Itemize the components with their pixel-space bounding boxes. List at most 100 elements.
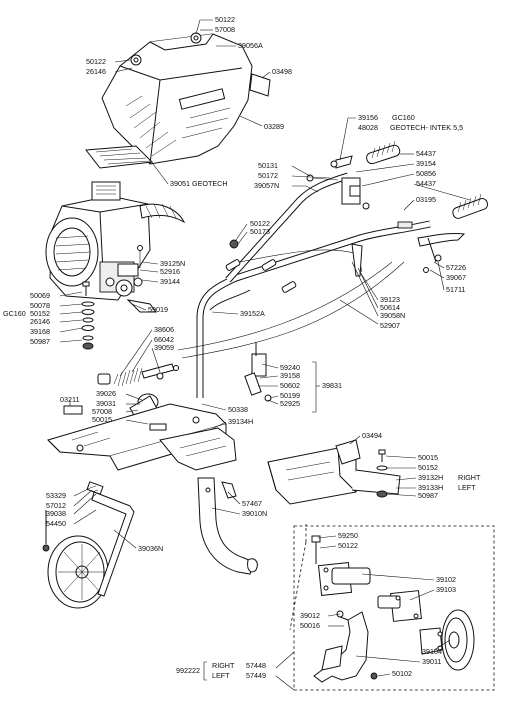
group-brackets — [203, 661, 207, 681]
label-39057n: 39057N — [254, 181, 279, 190]
label-39123: 39123 — [380, 295, 400, 304]
label-50078: 50078 — [30, 301, 50, 310]
label-39038: 39038 — [46, 509, 66, 518]
label-50987-right: 50987 — [418, 491, 438, 500]
grip-right — [452, 193, 489, 219]
label-39026: 39026 — [96, 389, 116, 398]
label-39156: 39156 — [358, 113, 378, 122]
label-39134h: 39134H — [228, 417, 253, 426]
label-53329: 53329 — [46, 491, 66, 500]
leader-lines — [59, 19, 471, 691]
label-54437-right: 54437 — [416, 179, 436, 188]
label-51711: 51711 — [446, 285, 465, 294]
label-gc160-left: GC160 — [3, 309, 26, 318]
hub-assembly — [311, 535, 422, 622]
part-labels: 50122 57008 39056A 50122 26146 03498 032… — [3, 15, 481, 680]
label-50122-cover-left: 50122 — [86, 57, 106, 66]
label-50856: 50856 — [416, 169, 436, 178]
label-57012: 57012 — [46, 501, 66, 510]
tag-03211 — [63, 405, 83, 415]
label-right-39132h: RIGHT — [458, 473, 481, 482]
label-59240: 59240 — [280, 363, 300, 372]
label-left-39133h: LEFT — [458, 483, 476, 492]
clutch-lever — [397, 221, 466, 273]
label-right-992222: RIGHT — [212, 661, 235, 670]
vertical-tube — [197, 477, 258, 575]
throttle-control — [306, 155, 370, 210]
label-39831: 39831 — [322, 381, 342, 390]
label-50173: 50173 — [250, 227, 270, 236]
brand-decal — [178, 88, 226, 110]
label-50199: 50199 — [280, 391, 300, 400]
label-52916: 52916 — [160, 267, 180, 276]
label-50102: 50102 — [392, 669, 412, 678]
label-39051-geotech: 39051 GEOTECH — [170, 179, 228, 188]
label-59019: 59019 — [148, 305, 168, 314]
wheel-assembly — [42, 481, 135, 609]
label-39056a: 39056A — [238, 41, 263, 50]
label-57008-mid: 57008 — [92, 407, 112, 416]
label-39010n: 39010N — [242, 509, 267, 518]
label-50987-left: 50987 — [30, 337, 50, 346]
cover-plate-03498 — [249, 73, 271, 97]
label-52907: 52907 — [380, 321, 400, 330]
label-54450: 54450 — [46, 519, 66, 528]
label-39012: 39012 — [300, 611, 320, 620]
label-52925: 52925 — [280, 399, 300, 408]
label-39103: 39103 — [436, 585, 456, 594]
label-03494: 03494 — [362, 431, 382, 440]
label-50016: 50016 — [300, 621, 320, 630]
label-50152-right: 50152 — [418, 463, 438, 472]
label-gc160-top: GC160 — [392, 113, 415, 122]
filter-plate — [85, 145, 154, 169]
label-50338: 50338 — [228, 405, 248, 414]
label-39133h: 39133H — [418, 483, 443, 492]
label-39168: 39168 — [30, 327, 50, 336]
bracket-block — [244, 342, 272, 402]
label-50152-left: 50152 — [30, 309, 50, 318]
label-54437-top: 54437 — [416, 149, 436, 158]
label-57008-top: 57008 — [215, 25, 235, 34]
label-50172: 50172 — [258, 171, 278, 180]
label-38606: 38606 — [154, 325, 174, 334]
grip-upper — [366, 140, 401, 165]
label-39104: 39104 — [422, 647, 442, 656]
label-39102: 39102 — [436, 575, 456, 584]
label-03211: 03211 — [60, 395, 79, 404]
label-26146-cover-left: 26146 — [86, 67, 106, 76]
label-50122-detail: 50122 — [338, 541, 358, 550]
label-39125n: 39125N — [160, 259, 185, 268]
label-03498: 03498 — [272, 67, 292, 76]
spring-assembly — [97, 363, 179, 387]
bolt-stack-left — [81, 281, 95, 350]
label-39154: 39154 — [416, 159, 436, 168]
label-39152a: 39152A — [240, 309, 265, 318]
label-48028: 48028 — [358, 123, 378, 132]
label-50602: 50602 — [280, 381, 300, 390]
label-26146-left: 26146 — [30, 317, 50, 326]
label-39158: 39158 — [280, 371, 300, 380]
label-57449: 57449 — [246, 671, 266, 680]
label-57226: 57226 — [446, 263, 466, 272]
label-geotech-intek: GEOTECH- INTEK 5,5 — [390, 123, 463, 132]
label-57467: 57467 — [242, 499, 262, 508]
label-992222: 992222 — [176, 666, 200, 675]
label-left-992222: LEFT — [212, 671, 230, 680]
label-39036n: 39036N — [138, 544, 163, 553]
label-39132h: 39132H — [418, 473, 443, 482]
label-50015-right: 50015 — [418, 453, 438, 462]
label-50131: 50131 — [258, 161, 278, 170]
label-39144: 39144 — [160, 277, 180, 286]
label-50069: 50069 — [30, 291, 50, 300]
label-39011: 39011 — [422, 657, 441, 666]
handlebar — [196, 172, 431, 398]
label-59250: 59250 — [338, 531, 358, 540]
label-03289: 03289 — [264, 122, 284, 131]
sticker-03494 — [335, 439, 361, 465]
label-39059: 39059 — [154, 343, 174, 352]
label-50122-mid: 50122 — [250, 219, 270, 228]
label-50122-top: 50122 — [215, 15, 235, 24]
label-50015-mid: 50015 — [92, 415, 112, 424]
disc-wheel — [419, 609, 475, 671]
